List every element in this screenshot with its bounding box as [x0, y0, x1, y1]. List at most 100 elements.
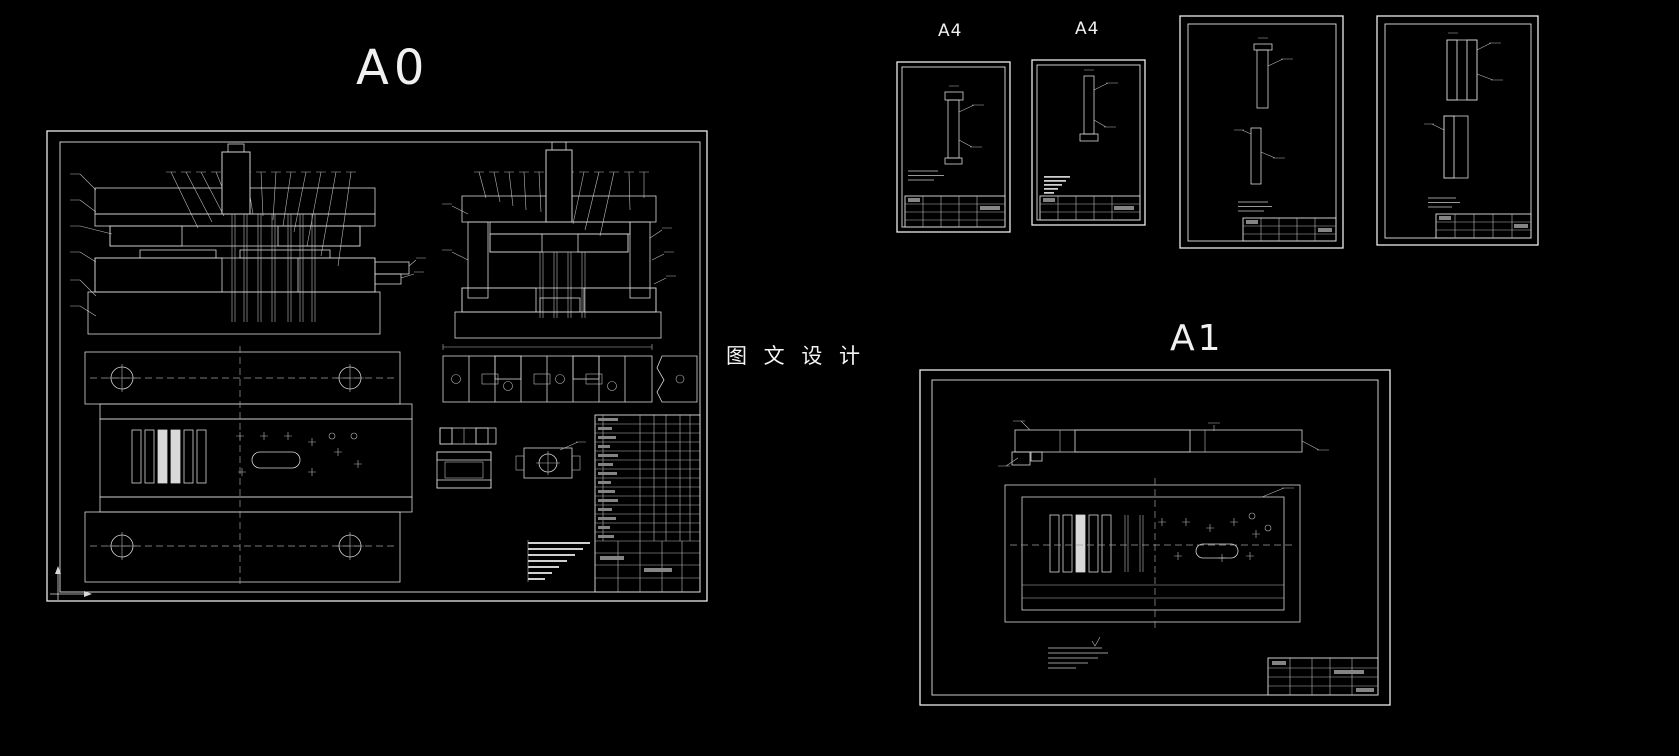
title-block-outline [1039, 195, 1141, 221]
pin-lines [1124, 515, 1144, 572]
punch-holder-left [109, 225, 183, 247]
a4-sheet-second[interactable] [1031, 59, 1146, 226]
a0-plan-view [84, 346, 413, 588]
title-block-outline [1267, 657, 1379, 696]
side-leaders [400, 257, 426, 279]
punch-holder-left [489, 233, 543, 253]
title-block-grid [1040, 196, 1140, 220]
part-outline [1443, 115, 1469, 179]
a1-notes [1048, 636, 1108, 669]
strip-break-piece [656, 355, 698, 403]
inner-border [901, 66, 1006, 228]
leaders [1424, 123, 1445, 131]
bottom-plate-plan [84, 511, 401, 583]
detail-a-dividers [451, 428, 477, 444]
rib-slot [1101, 514, 1112, 573]
punch-holder-right [277, 225, 361, 247]
leaders [1258, 37, 1293, 67]
a0-origin-arrows [50, 566, 92, 600]
part-stem [947, 99, 960, 159]
part-flange [1253, 43, 1273, 51]
rib-slot [1049, 514, 1060, 573]
stripper-right [239, 249, 331, 259]
station-slot [533, 373, 551, 385]
part-hatch [1443, 115, 1455, 179]
station-slot [481, 373, 499, 385]
leaders [1448, 32, 1503, 81]
a1-sheet[interactable] [919, 369, 1391, 706]
shank-mask [545, 149, 573, 223]
strip-dense-segment [1074, 429, 1191, 453]
a3-sheet-left[interactable] [1179, 15, 1344, 249]
part-hatch-left [1446, 39, 1458, 101]
strip-leaders [998, 420, 1329, 467]
die-block-outline [461, 287, 657, 313]
guide-pillar-left [467, 221, 489, 299]
a1-section-strip [998, 420, 1329, 467]
title-text-smudges [1246, 220, 1332, 232]
technical-notes-lines [1238, 201, 1272, 212]
strip-outline [442, 355, 653, 403]
table-columns-bom [602, 415, 691, 541]
outer-border [1179, 15, 1344, 249]
rib-slot-filled [170, 429, 181, 484]
detail-c-tab [571, 455, 581, 471]
inner-border [1187, 23, 1337, 242]
part-view-upper [1446, 32, 1503, 101]
detail-a-hatch [439, 427, 453, 445]
sheet-size-label-a4-first: A4 [938, 21, 963, 41]
station-hole [451, 374, 461, 384]
sheet-size-label-a1: A1 [1170, 318, 1224, 359]
a4-sheet-first[interactable] [896, 61, 1011, 233]
die-block-left [461, 287, 537, 313]
title-text-smudges [908, 198, 1000, 210]
technical-notes-lines [1428, 197, 1460, 208]
a0-outer-border [46, 130, 708, 602]
plate-bands [1022, 584, 1284, 599]
sheet-size-label-a4-second: A4 [1075, 19, 1100, 39]
a0-step-bars [527, 540, 590, 582]
strip-end-block [1011, 451, 1031, 466]
a0-parts-list-table [594, 414, 701, 593]
title-block [904, 195, 1006, 228]
title-block-grid [905, 196, 1005, 227]
small-hole [350, 432, 358, 440]
leaders [1084, 69, 1118, 128]
a0-detail-views [436, 427, 586, 489]
table-outline [594, 414, 701, 593]
technical-notes-lines [908, 170, 944, 181]
a0-section-view-side [442, 141, 676, 339]
dimension-line [442, 344, 653, 350]
punch-pins [231, 214, 316, 322]
die-insert [539, 297, 581, 313]
part-foot [944, 157, 963, 165]
title-block-outline [1242, 217, 1337, 242]
part-outline [1446, 39, 1478, 101]
title-block-outline [904, 195, 1006, 228]
plate-outline [1004, 484, 1301, 623]
stripper-left [139, 249, 217, 259]
leaders [1234, 129, 1285, 159]
guide-pillar-right [629, 221, 651, 299]
rib-slot [196, 429, 207, 484]
title-text-smudges [1439, 216, 1528, 228]
hole-crosshairs [108, 364, 364, 392]
step-bar-lines [528, 542, 590, 580]
technical-notes-lines [1048, 647, 1108, 669]
leader-lines-left [79, 173, 113, 317]
a3-sheet-right[interactable] [1376, 15, 1539, 246]
detail-b-inner [444, 461, 484, 479]
rib-slot-filled [1075, 514, 1086, 573]
arrowhead-right [84, 591, 92, 597]
part-stem [1083, 75, 1095, 135]
backing-plate [489, 221, 631, 235]
part-dividers [1456, 40, 1468, 100]
detail-c-tab [515, 455, 525, 471]
a0-sheet[interactable] [46, 130, 708, 602]
detail-a-hatch [475, 427, 489, 445]
station-hole [607, 381, 617, 391]
inner-border [931, 379, 1379, 696]
die-block-right [583, 287, 657, 313]
